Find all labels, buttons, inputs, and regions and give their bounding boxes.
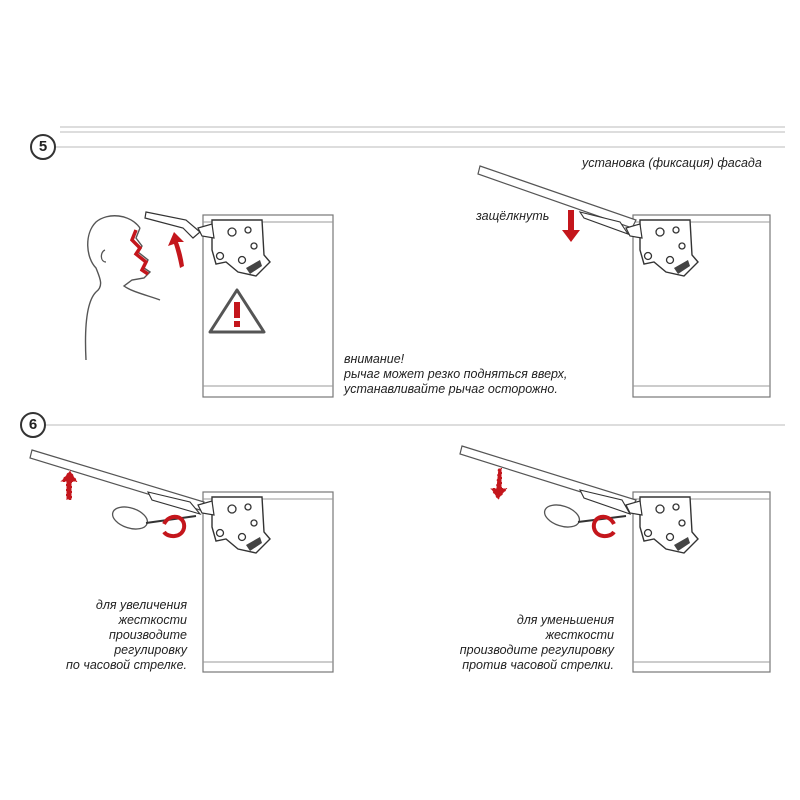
text-line: против часовой стрелки. xyxy=(462,658,614,672)
screwdriver-icon xyxy=(543,504,627,528)
text-line: жесткости xyxy=(545,628,614,642)
rotate-clockwise-arrow xyxy=(162,514,187,539)
text-line: жесткости xyxy=(118,613,187,627)
arrow-up-red xyxy=(168,232,184,268)
screwdriver-icon xyxy=(111,506,197,530)
caption-click: защёлкнуть xyxy=(476,209,550,223)
text-line: по часовой стрелке. xyxy=(66,658,187,672)
text-line: производите регулировку xyxy=(459,643,614,657)
person-profile xyxy=(84,215,161,361)
text-line: для увеличения xyxy=(95,598,187,612)
warning-title: внимание! xyxy=(344,352,405,366)
rotate-counterclockwise-arrow xyxy=(591,514,616,539)
text-line: для уменьшения xyxy=(516,613,614,627)
step-number-5: 5 xyxy=(30,134,56,160)
cabinet-step6-left xyxy=(29,449,334,673)
text-line: регулировку xyxy=(114,643,187,657)
warning-text: внимание! рычаг может резко подняться вв… xyxy=(344,352,567,397)
warning-line: рычаг может резко подняться вверх, xyxy=(344,367,568,381)
decrease-stiffness-text: для уменьшения жесткости производите рег… xyxy=(460,613,614,673)
arrow-down-red xyxy=(562,210,580,242)
warning-line: устанавливайте рычаг осторожно. xyxy=(344,382,558,396)
step-number-6: 6 xyxy=(20,412,46,438)
warning-triangle-icon xyxy=(208,288,266,334)
cabinet-step5-left xyxy=(144,211,334,398)
caption-facade-fixing: установка (фиксация) фасада xyxy=(582,156,762,170)
increase-stiffness-text: для увеличения жесткости производите рег… xyxy=(66,598,187,673)
text-line: производите xyxy=(109,628,187,642)
cabinet-step5-right xyxy=(477,165,771,398)
cabinet-step6-right xyxy=(459,445,771,673)
